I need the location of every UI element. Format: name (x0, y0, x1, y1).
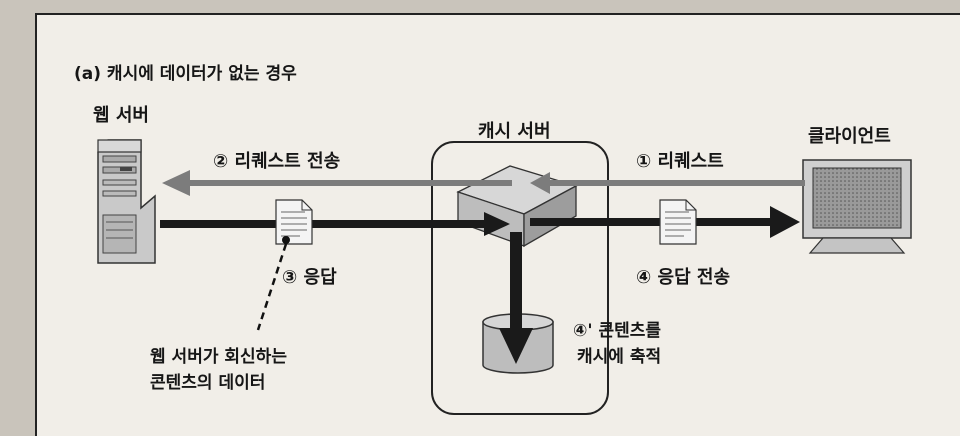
diagram-title: (a) 캐시에 데이터가 없는 경우 (74, 64, 297, 84)
request-forward-label: ② 리퀘스트 전송 (213, 151, 341, 172)
web-server-icon (97, 139, 156, 264)
request-label: ① 리퀘스트 (636, 151, 724, 172)
response-arrow (160, 212, 510, 236)
cache-server-label: 캐시 서버 (478, 121, 551, 142)
web-server-label: 웹 서버 (93, 105, 149, 126)
annotation-line1: 웹 서버가 회신하는 (150, 347, 287, 367)
response-document-icon (275, 199, 313, 245)
store-label-line2: 캐시에 축적 (577, 347, 662, 367)
response-label: ③ 응답 (282, 267, 337, 288)
annotation-leader-line (256, 243, 288, 331)
request-arrow (530, 172, 805, 194)
forwarded-document-icon (659, 199, 697, 245)
response-forward-label: ④ 응답 전송 (636, 267, 731, 288)
cache-server-enclosure (431, 141, 609, 415)
client-label: 클라이언트 (808, 126, 891, 147)
request-forward-arrow (162, 170, 512, 196)
store-label-line1: ④' 콘텐츠를 (573, 321, 662, 341)
annotation-line2: 콘텐츠의 데이터 (150, 373, 266, 393)
store-arrow (499, 232, 533, 364)
client-computer-icon (802, 159, 912, 254)
